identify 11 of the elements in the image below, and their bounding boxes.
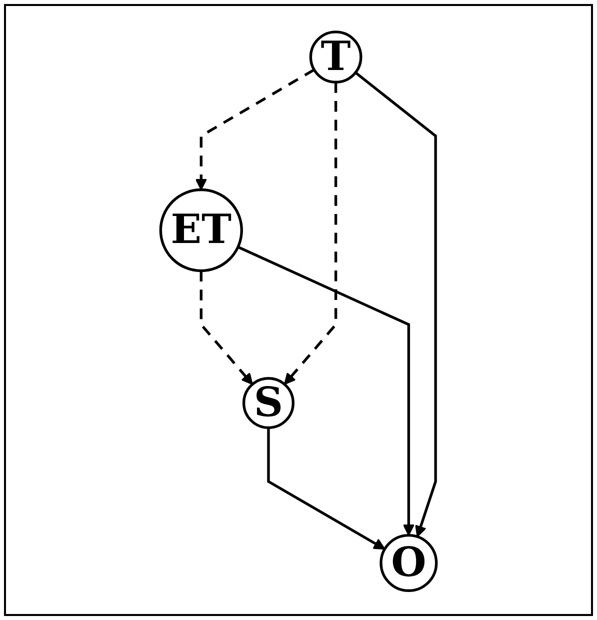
- node-circle: [159, 188, 243, 272]
- arrow: [237, 246, 415, 536]
- node-circle: [242, 377, 294, 430]
- node-circle: [309, 30, 362, 84]
- arrow: [195, 68, 315, 190]
- node-circle: [380, 534, 438, 592]
- arrow: [284, 82, 338, 385]
- arrow: [267, 428, 386, 550]
- frame: S O ET T: [4, 4, 593, 616]
- arrow: [200, 270, 253, 385]
- arrow: [354, 72, 437, 538]
